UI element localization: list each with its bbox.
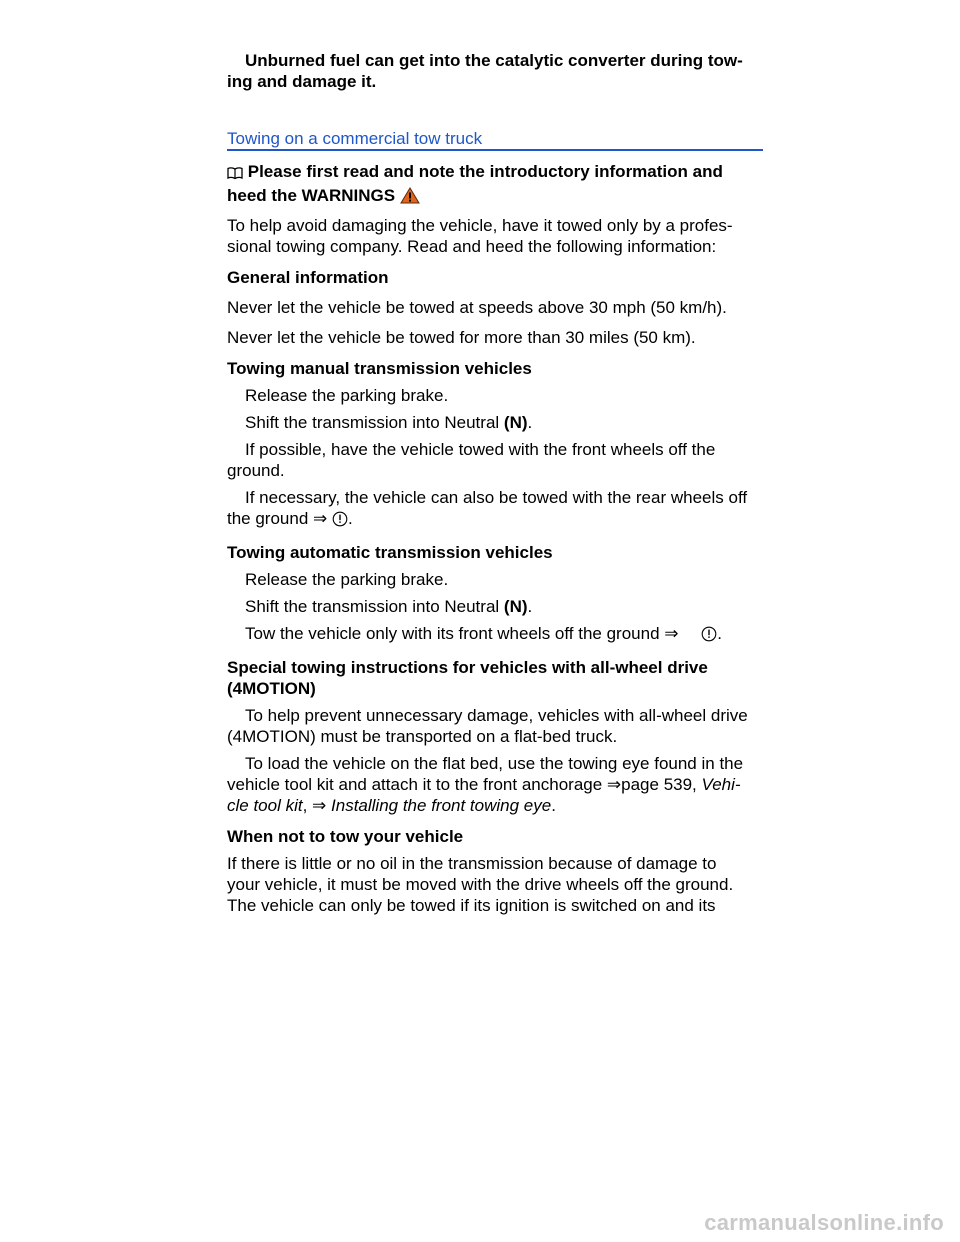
automatic-step-2-end: . [527, 597, 533, 616]
manual-step-4-end: . [348, 509, 353, 528]
neutral-label: (N) [503, 413, 528, 432]
manual-step-2: Shift the transmission into Neutral (N). [227, 412, 763, 433]
manual-step-4-line1: If necessary, the vehicle can also be to… [245, 488, 748, 507]
general-item-2: Never let the vehicle be towed for more … [227, 328, 696, 347]
warning-triangle-icon [399, 187, 420, 209]
section-title: Towing on a commercial tow truck [227, 128, 763, 151]
read-note-line2: heed the WARNINGS [227, 185, 763, 209]
read-note-text: Please first read and note the introduct… [247, 162, 723, 181]
awd-step-1-line2: (4MOTION) must be transported on a flat-… [227, 727, 618, 746]
awd-heading-line2: (4MOTION) [227, 679, 316, 698]
awd-heading-line1: Special towing instructions for vehicles… [227, 658, 708, 677]
not-tow-heading: When not to tow your vehicle [227, 827, 464, 846]
general-heading: General information [227, 268, 389, 287]
awd-step-2-mid: , ⇒ [302, 796, 332, 815]
read-note-text-2: heed the WARNINGS [227, 186, 396, 205]
intro-para-line1: To help avoid damaging the vehicle, have… [227, 216, 733, 235]
general-item-1: Never let the vehicle be towed at speeds… [227, 298, 727, 317]
automatic-step-1: Release the parking brake. [245, 570, 449, 589]
automatic-step-3-end: . [717, 624, 722, 643]
manual-step-3-line2: ground. [227, 461, 285, 480]
neutral-label: (N) [503, 597, 528, 616]
tool-kit-link[interactable]: Vehi- [701, 775, 741, 794]
not-tow-line2: your vehicle, it must be moved with the … [227, 875, 734, 894]
book-icon [227, 164, 243, 185]
automatic-step-2: Shift the transmission into Neutral (N). [227, 596, 763, 617]
not-tow-line1: If there is little or no oil in the tran… [227, 854, 717, 873]
awd-step-1-line1: To help prevent unnecessary damage, vehi… [245, 706, 748, 725]
manual-step-4-line2: the ground ⇒ . [227, 508, 763, 532]
automatic-step-2-text: Shift the transmission into Neutral [245, 597, 504, 616]
manual-step-4-text: the ground ⇒ [227, 509, 328, 528]
awd-step-2-text: vehicle tool kit and attach it to the fr… [227, 775, 702, 794]
manual-step-2-end: . [527, 413, 533, 432]
awd-step-2-end: . [551, 796, 556, 815]
watermark: carmanualsonline.info [704, 1210, 944, 1235]
manual-heading: Towing manual transmission vehicles [227, 359, 532, 378]
intro-para-line2: sional towing company. Read and heed the… [227, 237, 717, 256]
automatic-step-3: Tow the vehicle only with its front whee… [227, 623, 763, 647]
intro-note-line1: Unburned fuel can get into the catalytic… [245, 51, 743, 70]
manual-step-1: Release the parking brake. [245, 386, 449, 405]
not-tow-line3: The vehicle can only be towed if its ign… [227, 896, 716, 915]
manual-step-2-text: Shift the transmission into Neutral [245, 413, 504, 432]
notice-circle-icon[interactable] [683, 626, 717, 647]
awd-step-2-line3: cle tool kit, ⇒ Installing the front tow… [227, 795, 763, 816]
manual-step-3-line1: If possible, have the vehicle towed with… [245, 440, 716, 459]
read-note-line1: Please first read and note the introduct… [227, 161, 763, 185]
automatic-step-3-text: Tow the vehicle only with its front whee… [245, 624, 679, 643]
document-page: Unburned fuel can get into the catalytic… [227, 50, 763, 916]
awd-step-2-line2: vehicle tool kit and attach it to the fr… [227, 774, 763, 795]
tool-kit-link-cont[interactable]: cle tool kit [227, 796, 303, 815]
awd-step-2-line1: To load the vehicle on the flat bed, use… [245, 754, 744, 773]
automatic-heading: Towing automatic transmission vehicles [227, 543, 553, 562]
intro-note-line2: ing and damage it. [227, 72, 377, 91]
towing-eye-link[interactable]: Installing the front towing eye [331, 796, 552, 815]
notice-circle-icon[interactable] [332, 511, 348, 532]
